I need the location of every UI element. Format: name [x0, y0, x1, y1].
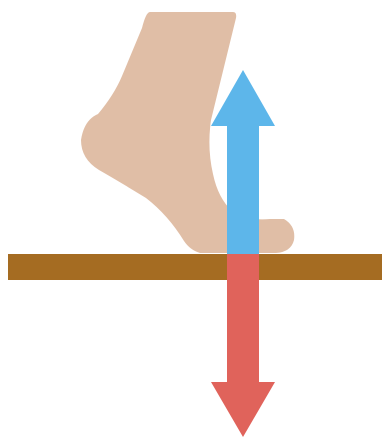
down-arrow-icon — [211, 254, 275, 437]
ground-plank — [8, 254, 382, 280]
foot-icon — [81, 12, 294, 253]
